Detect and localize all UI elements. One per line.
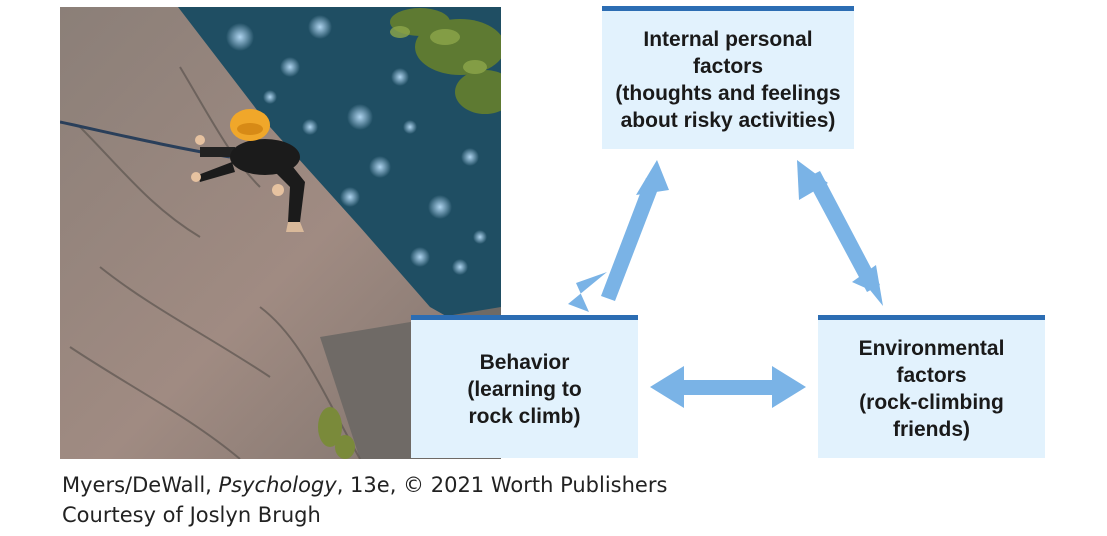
caption-title: Psychology — [218, 473, 337, 497]
behavior-line: (learning to — [467, 377, 582, 401]
environmental-factors-box: Environmental factors (rock-climbing fri… — [818, 315, 1045, 458]
arrow-internal-environment — [797, 160, 883, 306]
internal-factors-line: (thoughts and feelings — [615, 82, 841, 105]
internal-factors-line: about risky activities) — [620, 109, 836, 132]
environmental-factors-line: friends) — [892, 418, 970, 441]
arrow-behavior-environment — [650, 366, 806, 408]
source-caption: Myers/DeWall, Psychology, 13e, © 2021 Wo… — [62, 472, 667, 498]
internal-factors-box: Internal personal factors (thoughts and … — [602, 6, 854, 149]
behavior-line: rock climb) — [468, 404, 581, 428]
caption-suffix: , 13e, © 2021 Worth Publishers — [336, 473, 668, 497]
internal-factors-line: Internal personal — [643, 28, 813, 51]
behavior-line: Behavior — [479, 350, 570, 374]
environmental-factors-line: (rock-climbing — [859, 391, 1004, 414]
caption-prefix: Myers/DeWall, — [62, 473, 219, 497]
environmental-factors-line: Environmental — [858, 337, 1005, 360]
internal-factors-line: factors — [692, 55, 764, 78]
behavior-box: Behavior (learning to rock climb) — [411, 315, 638, 458]
arrow-internal-behavior — [568, 160, 669, 312]
environmental-factors-line: factors — [896, 364, 967, 387]
photo-credit-caption: Courtesy of Joslyn Brugh — [62, 503, 321, 527]
